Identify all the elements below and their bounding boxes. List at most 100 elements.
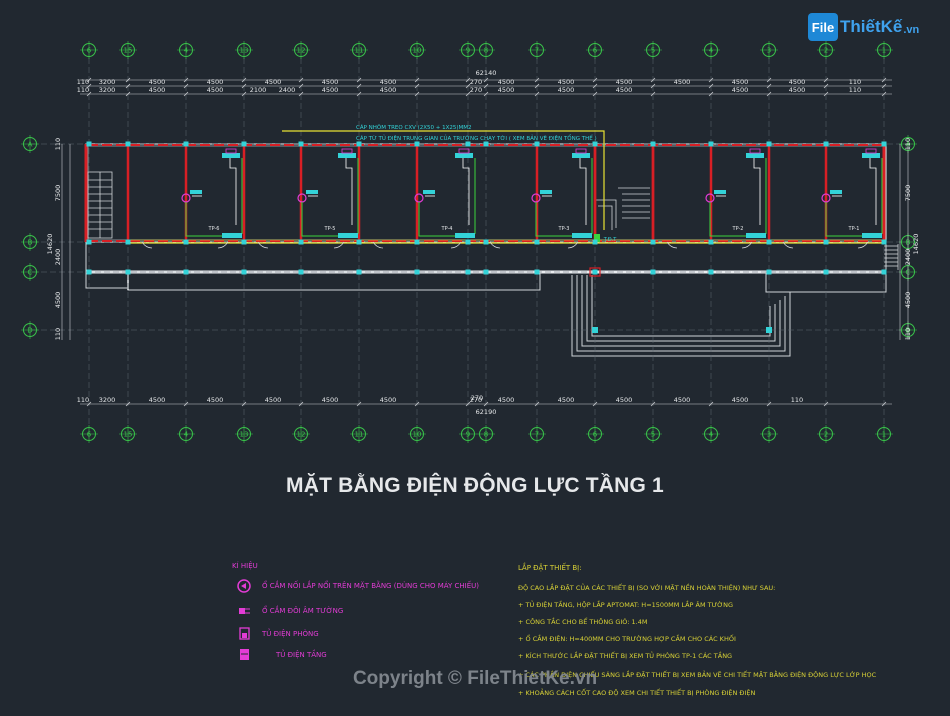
column-marker xyxy=(708,239,714,245)
dimension-row1: 4500 xyxy=(789,78,806,86)
logo-tld: .vn xyxy=(903,24,920,36)
dimension-tick xyxy=(125,401,131,407)
door-swing xyxy=(450,241,462,249)
dimension-row2: 4500 xyxy=(498,86,515,94)
dimension-row1: 270 xyxy=(470,78,482,86)
dimension-tick xyxy=(465,77,471,83)
wiring xyxy=(869,158,877,225)
dimension-tick xyxy=(483,83,489,89)
dimension-tick xyxy=(125,91,131,97)
dimension-row1: 4500 xyxy=(616,78,633,86)
dimension-overall-bottom: 62190 xyxy=(476,408,497,416)
dimension-row1: 4500 xyxy=(558,78,575,86)
column-marker xyxy=(298,141,304,147)
dimension-tick xyxy=(298,83,304,89)
socket-block xyxy=(540,190,552,194)
dimension-tick xyxy=(881,77,887,83)
copyright-watermark: Copyright © FileThietKe.vn xyxy=(352,668,598,689)
axis-bottom-label: 13 xyxy=(240,431,249,439)
column-marker xyxy=(881,141,887,147)
column-marker xyxy=(708,269,714,275)
dimension-right: 2400 xyxy=(904,249,912,266)
socket-block xyxy=(423,190,435,194)
dimension-row1: 4500 xyxy=(498,78,515,86)
dimension-tick xyxy=(465,91,471,97)
column-marker xyxy=(483,269,489,275)
dimension-tick xyxy=(708,401,714,407)
dimension-bottom: 3200 xyxy=(99,396,116,404)
axis-bottom-label: 6 xyxy=(593,431,598,439)
axis-top-label: 11 xyxy=(355,47,364,55)
axis-bottom-label: 10 xyxy=(413,431,422,439)
dimension-bottom: 4500 xyxy=(674,396,691,404)
column-marker xyxy=(650,269,656,275)
column-marker xyxy=(592,269,598,275)
dimension-tick xyxy=(356,77,362,83)
axis-top-label: 6 xyxy=(593,47,598,55)
room-panel xyxy=(338,233,358,238)
room-panel-icon xyxy=(239,627,250,640)
dimension-bottom: 4500 xyxy=(207,396,224,404)
dimension-tick xyxy=(86,91,92,97)
door-swing xyxy=(372,241,384,249)
room-panel-label: TP-3 xyxy=(558,226,570,232)
dimension-bottom: 4500 xyxy=(380,396,397,404)
floor-panel-icon xyxy=(240,649,249,660)
dimension-tick xyxy=(241,401,247,407)
dimension-row1: 4500 xyxy=(149,78,166,86)
dimension-bottom: 4500 xyxy=(732,396,749,404)
note-line: ĐỘ CAO LẮP ĐẶT CỦA CÁC THIẾT BỊ (SO VỚI … xyxy=(518,584,776,592)
column-marker xyxy=(483,239,489,245)
dimension-tick xyxy=(183,77,189,83)
dimension-tick xyxy=(881,83,887,89)
brand-logo: File ThiếtKế .vn xyxy=(808,12,919,42)
wiring xyxy=(345,158,353,225)
wiring xyxy=(229,158,237,225)
column-marker xyxy=(125,239,131,245)
column-marker xyxy=(183,141,189,147)
dimension-tick xyxy=(823,91,829,97)
axis-top-label: 6 xyxy=(87,47,92,55)
axis-bottom-label: 8 xyxy=(484,431,488,439)
dimension-tick xyxy=(592,77,598,83)
dimension-row2: 4500 xyxy=(149,86,166,94)
dimension-right: 4500 xyxy=(904,292,912,309)
axis-top-label: 4 xyxy=(709,47,714,55)
column-marker xyxy=(534,269,540,275)
dimension-tick xyxy=(534,77,540,83)
column-marker xyxy=(465,269,471,275)
column-marker xyxy=(592,239,598,245)
column-marker xyxy=(356,269,362,275)
dimension-right: 14620 xyxy=(912,234,920,255)
column-marker xyxy=(414,269,420,275)
axis-bottom-label: 6 xyxy=(87,431,92,439)
room-panel-label: TP-5 xyxy=(324,226,336,232)
socket-block xyxy=(455,153,473,158)
logo-word: ThiếtKế xyxy=(840,17,903,36)
legend-title: KÍ HIỆU xyxy=(232,562,258,570)
dimension-row1: 4500 xyxy=(207,78,224,86)
column-marker xyxy=(766,269,772,275)
dimension-row1: 4500 xyxy=(265,78,282,86)
dimension-tick xyxy=(414,91,420,97)
axis-bottom-label: 5 xyxy=(651,431,655,439)
dimension-row2: 4500 xyxy=(616,86,633,94)
dimension-tick xyxy=(241,77,247,83)
dimension-tick xyxy=(125,83,131,89)
dimension-bottom: 4500 xyxy=(498,396,515,404)
column-marker xyxy=(241,239,247,245)
dimension-tick xyxy=(708,91,714,97)
axis-bottom-label: 9 xyxy=(466,431,470,439)
socket-block xyxy=(306,190,318,194)
axis-top-label: 15 xyxy=(124,47,133,55)
axis-top-label: 10 xyxy=(413,47,422,55)
note-line: + TỦ ĐIỆN TẦNG, HỘP LẮP APTOMAT: H=1500M… xyxy=(518,601,734,609)
note-line: + CÁC PHẦN ĐIỆN CHIẾU SÁNG LẮP ĐẶT THIẾT… xyxy=(518,671,877,679)
room-panel xyxy=(222,233,242,238)
column-marker xyxy=(183,269,189,275)
axis-top-label: 3 xyxy=(767,47,771,55)
socket-block xyxy=(746,153,764,158)
axis-top-label: 12 xyxy=(297,47,306,55)
axis-top-label: 1 xyxy=(882,47,886,55)
dimension-row1: 4500 xyxy=(322,78,339,86)
